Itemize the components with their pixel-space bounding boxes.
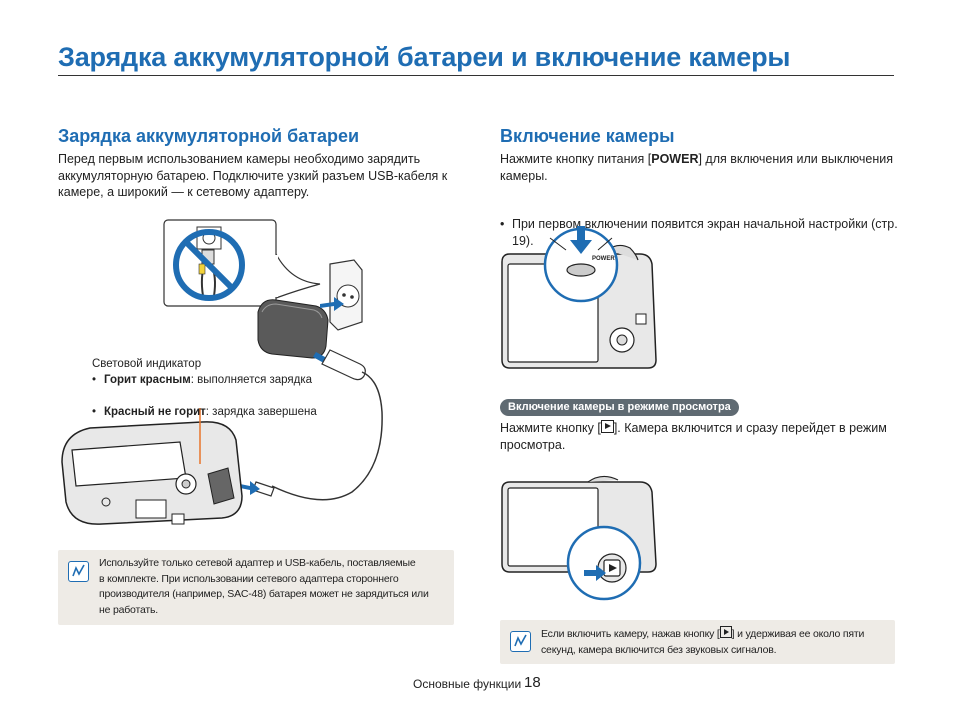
- note-line: не работать.: [99, 603, 158, 616]
- power-label: POWER: [592, 256, 615, 262]
- charging-illustration: [61, 219, 383, 525]
- title-rule: [58, 75, 894, 76]
- note-line: Если включить камеру, нажав кнопку [] и …: [541, 626, 865, 640]
- playback-mode-badge: Включение камеры в режиме просмотра: [500, 399, 739, 416]
- camera-playback-illustration: [501, 475, 657, 601]
- right-bullet: При первом включении появится экран нача…: [500, 216, 907, 249]
- arrow-icon: [584, 565, 606, 581]
- indicator-item: Красный не горит: зарядка завершена: [92, 405, 364, 421]
- right-p2: Нажмите кнопку []. Камера включится и ср…: [500, 420, 887, 452]
- right-p1: Нажмите кнопку питания [POWER] для включ…: [500, 152, 893, 183]
- footer-section: Основные функции: [413, 677, 522, 691]
- left-intro: Перед первым использованием камеры необх…: [58, 152, 448, 199]
- playback-icon: [719, 626, 732, 638]
- page-title: Зарядка аккумуляторной батареи и включен…: [58, 42, 791, 72]
- note-icon: [68, 561, 89, 582]
- indicator-label: Световой индикатор: [92, 358, 202, 370]
- arrow-icon: [320, 297, 344, 311]
- left-heading: Зарядка аккумуляторной батареи: [58, 126, 360, 146]
- note-line: в комплекте. При использовании сетевого …: [99, 572, 399, 585]
- note-line: Используйте только сетевой адаптер и USB…: [99, 557, 416, 569]
- camera-power-illustration: POWER: [501, 226, 657, 369]
- indicator-item: Горит красным: выполняется зарядка: [92, 373, 364, 389]
- note-line: секунд, камера включится без звуковых си…: [541, 643, 777, 656]
- left-note: Используйте только сетевой адаптер и USB…: [58, 550, 454, 625]
- right-heading: Включение камеры: [500, 126, 675, 146]
- no-splitter-icon: [173, 226, 245, 301]
- note-line: производителя (например, SAC-48) батарея…: [99, 588, 429, 600]
- page-number: 18: [524, 674, 541, 691]
- right-note: Если включить камеру, нажав кнопку [] и …: [500, 620, 895, 664]
- playback-icon: [600, 420, 614, 433]
- arrow-icon: [570, 240, 592, 254]
- note-icon: [510, 631, 531, 652]
